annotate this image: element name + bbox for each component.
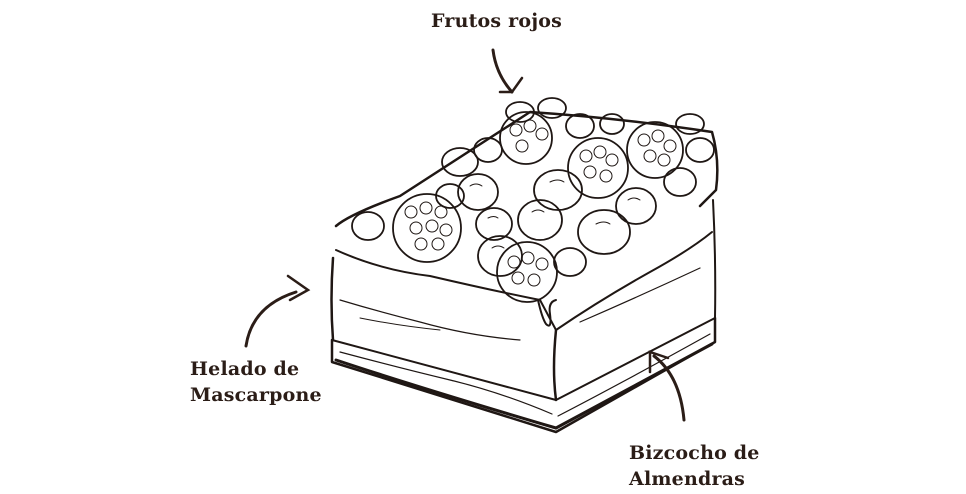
label-left-line2: Mascarpone [190, 384, 322, 406]
arrow-right-icon [652, 354, 686, 422]
raspberries [392, 111, 684, 303]
label-helado-mascarpone: Helado de Mascarpone [190, 356, 322, 408]
arrow-top-icon [491, 48, 514, 94]
label-right-line2: Almendras [629, 468, 746, 490]
label-top-line1: Frutos rojos [431, 10, 563, 32]
sponge-layer [330, 316, 717, 434]
ice-cream-layer [330, 199, 717, 402]
berry-highlights [469, 179, 641, 249]
blueberries [351, 97, 715, 277]
label-left-line1: Helado de [190, 358, 300, 380]
pointer-arrows [244, 48, 686, 422]
label-right-line1: Bizcocho de [629, 442, 760, 464]
label-frutos-rojos: Frutos rojos [431, 8, 562, 34]
arrow-left-icon [244, 290, 298, 348]
raspberry-texture [404, 119, 677, 287]
label-bizcocho-almendras: Bizcocho de Almendras [629, 440, 760, 492]
block-top-outline [334, 110, 719, 228]
